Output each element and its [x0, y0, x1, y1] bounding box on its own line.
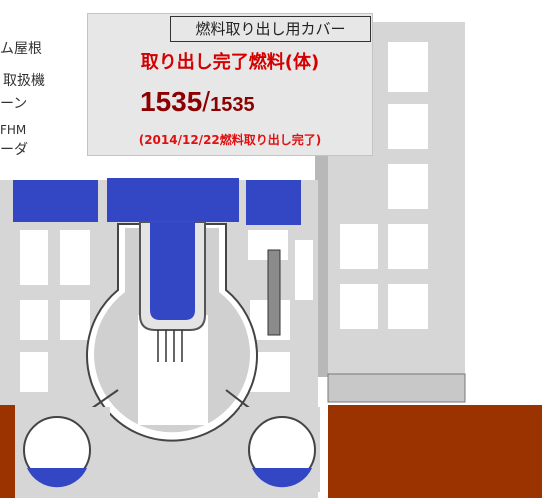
- removed-fuel-title: 取り出し完了燃料(体): [140, 52, 320, 73]
- cover-window: [388, 42, 428, 92]
- pressure-vessel-core: [150, 222, 195, 320]
- legend-label-fhm: FHM: [0, 123, 27, 137]
- cover-window: [388, 164, 428, 209]
- legend-label-loader: ーダ: [0, 142, 28, 158]
- cover-window: [340, 284, 378, 329]
- fuel-rack: [267, 249, 281, 336]
- building-window: [295, 240, 313, 300]
- building-window: [60, 230, 90, 285]
- building-window: [20, 230, 48, 285]
- legend-label-crane: ーン: [0, 96, 28, 112]
- cover-crane-beam: [327, 373, 466, 403]
- ground-left: [0, 405, 15, 498]
- ground-right: [328, 405, 542, 498]
- total-fuel-count: 1535: [210, 94, 255, 116]
- suppression-water-right: [252, 468, 312, 488]
- fuel-count: 1535/1535: [140, 88, 255, 116]
- building-window: [20, 352, 48, 392]
- building-window: [20, 300, 48, 340]
- cover-window: [388, 284, 428, 329]
- legend-label-roof: ム屋根: [0, 41, 42, 57]
- spent-fuel-pool: [13, 180, 98, 222]
- count-separator: /: [202, 86, 211, 117]
- reactor-well-pool: [107, 178, 239, 222]
- building-window: [60, 300, 90, 340]
- cover-window: [388, 224, 428, 269]
- cover-window: [388, 104, 428, 149]
- cover-window: [340, 224, 378, 269]
- reactor-pedestal: [138, 315, 208, 425]
- removed-fuel-count: 1535: [140, 86, 203, 117]
- control-rod-drives: [157, 330, 183, 362]
- equipment-pool: [246, 180, 301, 225]
- legend-label-handling-machine: 取扱機: [3, 73, 45, 89]
- suppression-water-left: [27, 468, 87, 488]
- fuel-removal-cover-label: 燃料取り出し用カバー: [170, 16, 371, 42]
- completion-note: (2014/12/22燃料取り出し完了): [138, 133, 322, 147]
